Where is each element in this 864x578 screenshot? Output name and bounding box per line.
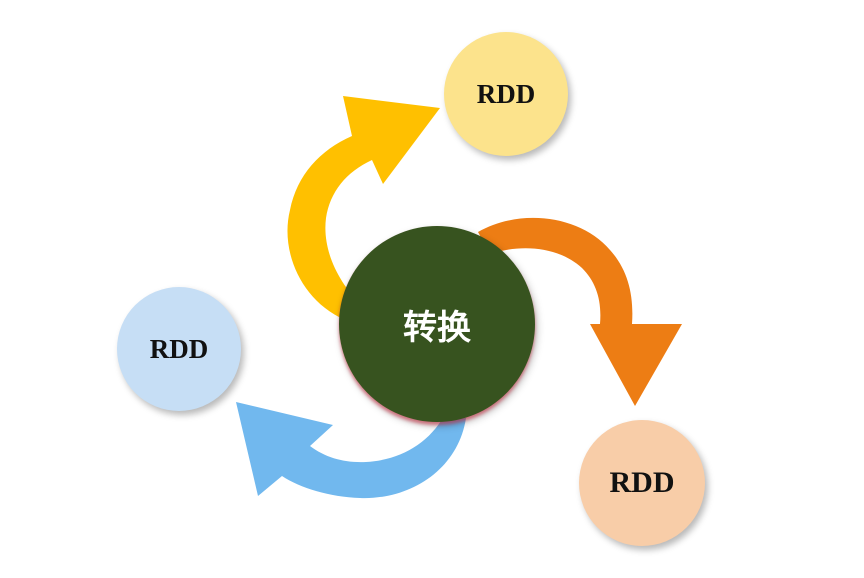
transform-center-label: 转换 — [403, 307, 471, 348]
rdd-node-left-label: RDD — [149, 333, 209, 364]
arrow-to-left-rdd — [236, 402, 466, 499]
rdd-node-top-label: RDD — [476, 78, 536, 109]
rdd-node-bottom: RDD — [579, 420, 705, 546]
transform-center-node: 转换 — [339, 226, 535, 422]
arrow-to-top-rdd — [287, 96, 440, 320]
arrow-to-bottom-rdd — [478, 217, 682, 406]
rdd-node-left: RDD — [117, 287, 241, 411]
rdd-node-top: RDD — [444, 32, 568, 156]
rdd-node-bottom-label: RDD — [609, 466, 675, 499]
